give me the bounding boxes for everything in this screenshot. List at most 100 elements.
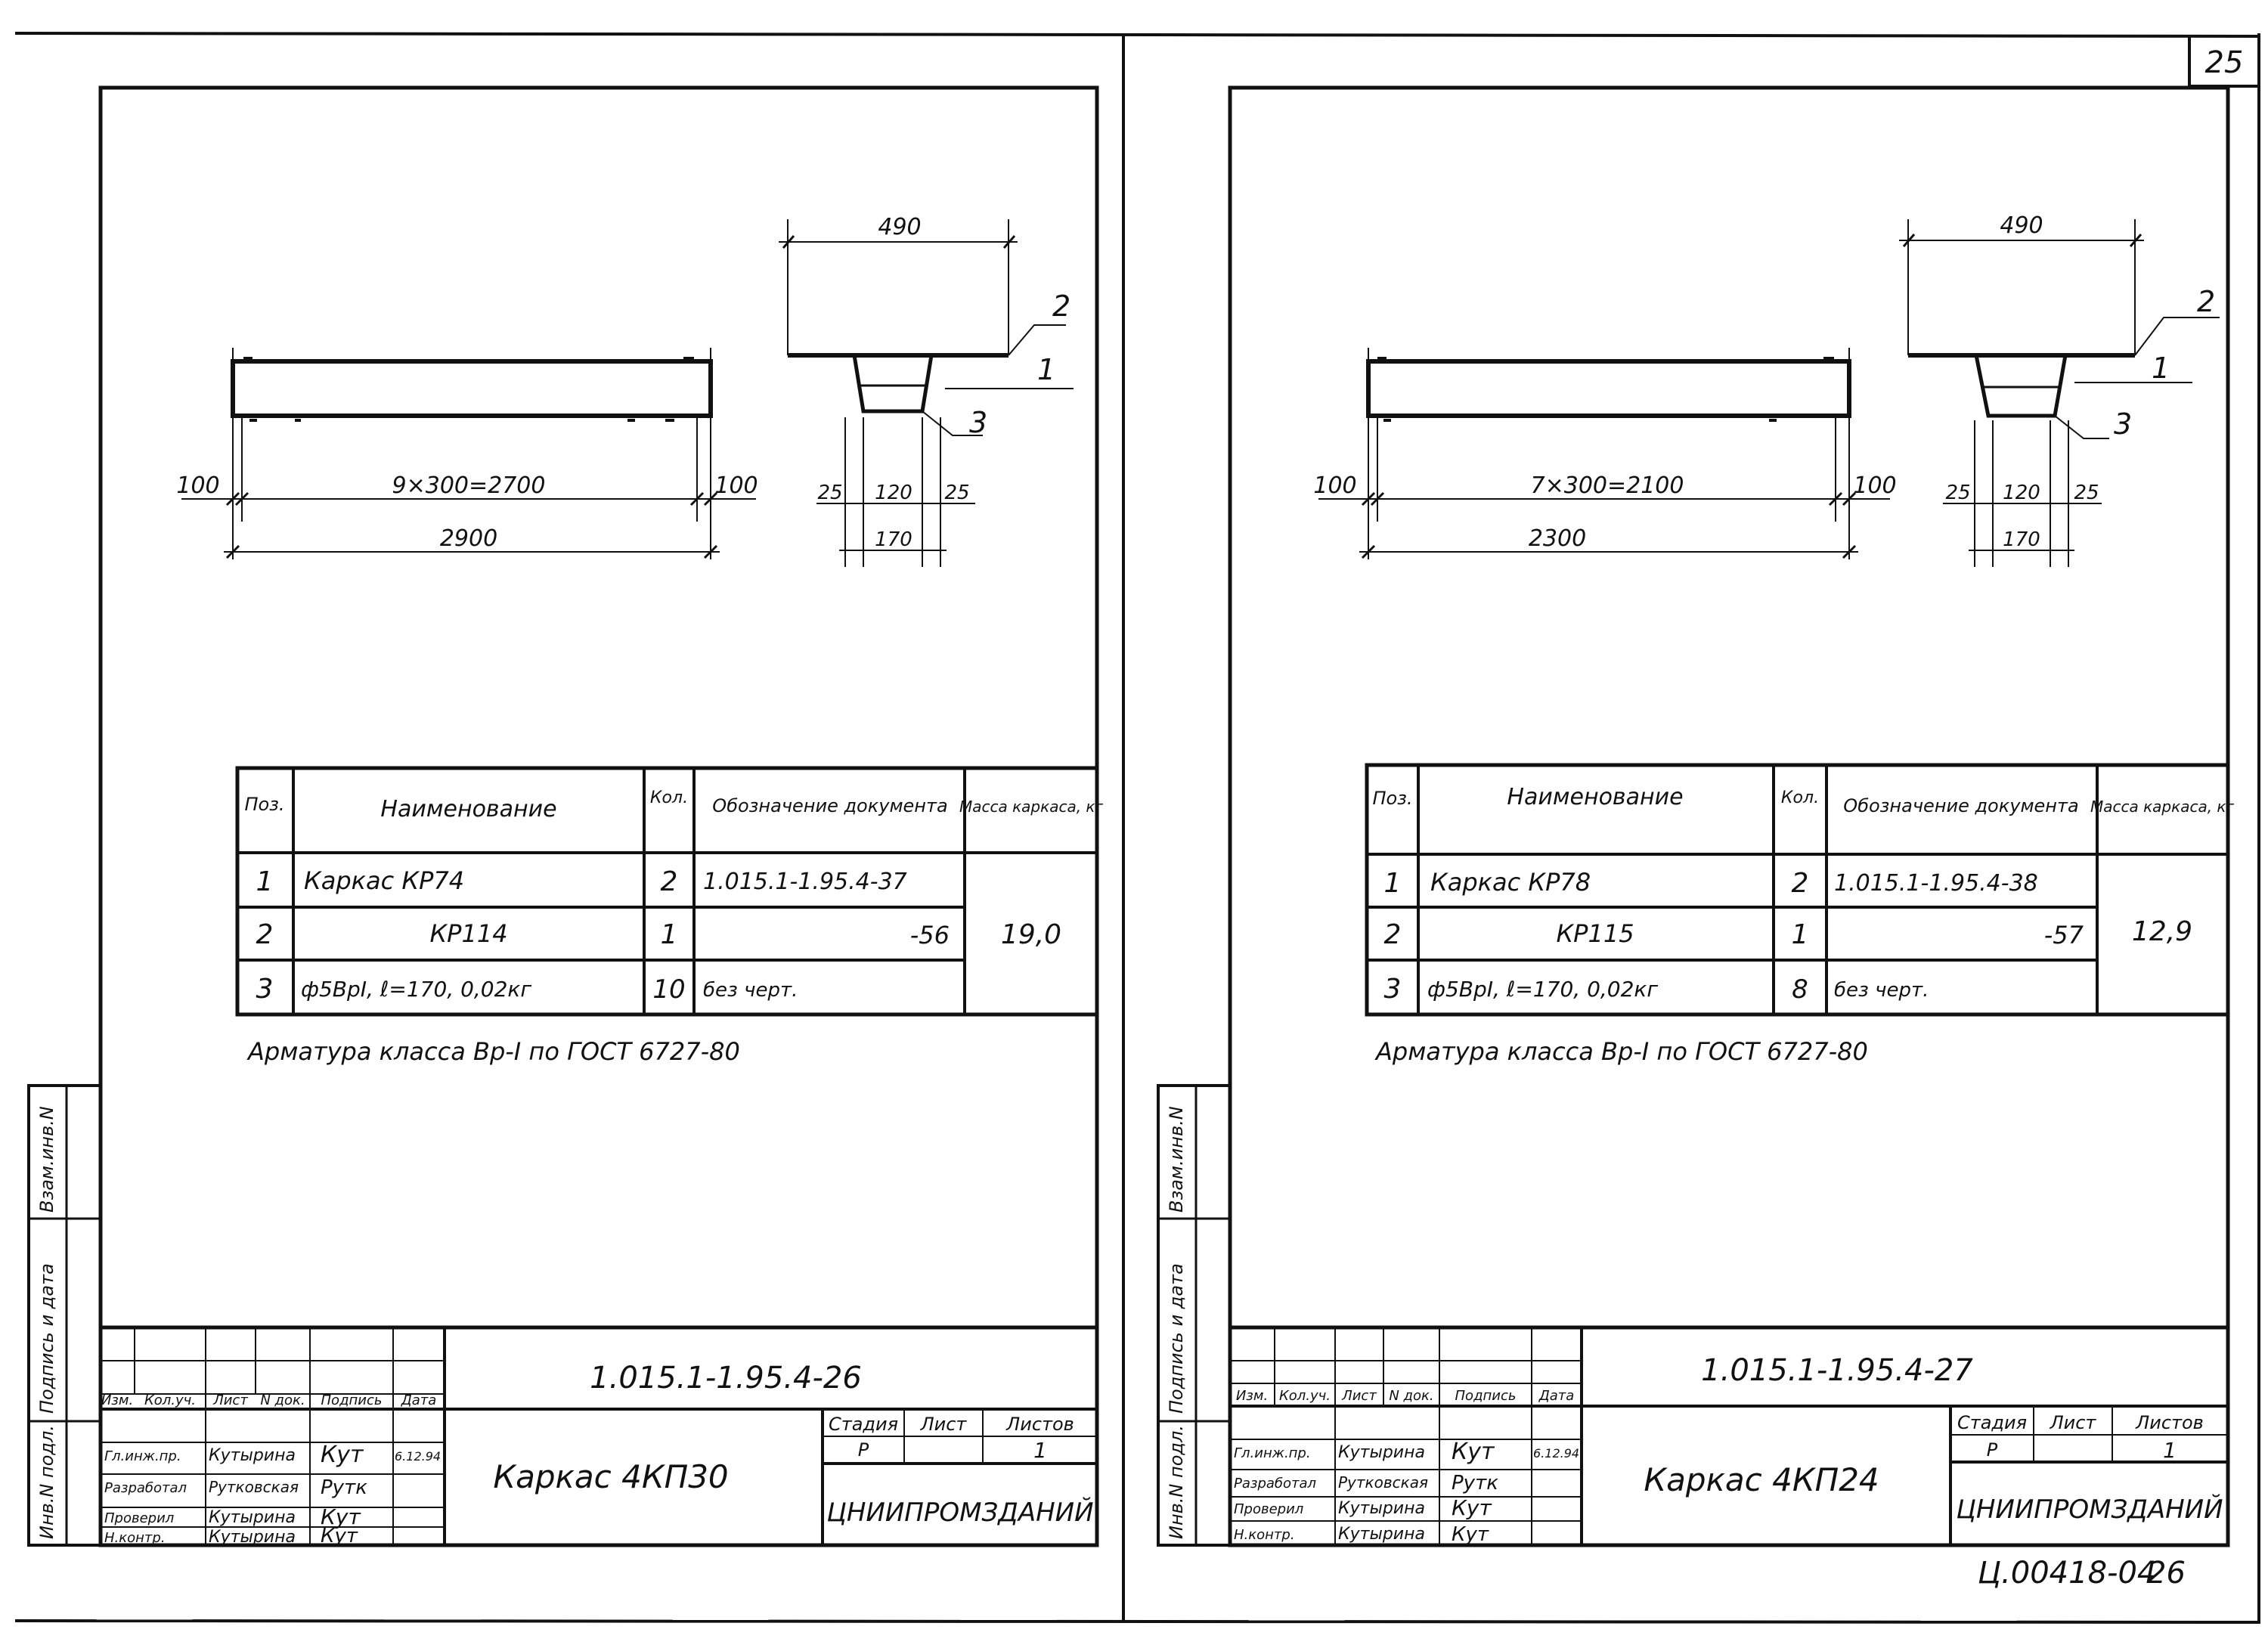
sheet-number: 25 <box>2205 45 2244 80</box>
row2-qty: 1 <box>661 919 678 950</box>
right-spec-table: Поз. Наименование Кол. Обозначение докум… <box>1365 763 2235 1017</box>
tb-h-doc: N док. <box>260 1392 305 1408</box>
left-section: 490 2 1 3 25 120 25 170 <box>779 214 1074 567</box>
th-mass: Масса каркаса, кг <box>959 798 1104 816</box>
tb-date-1-2: 6.12.94 <box>1533 1446 1579 1460</box>
tb-doc-code-2: 1.015.1-1.95.4-27 <box>1701 1353 1973 1388</box>
tb-h-list-2: Лист <box>1341 1388 1377 1404</box>
tb-h-sign: Подпись <box>321 1392 383 1408</box>
th-name: Наименование <box>380 796 556 822</box>
side-label-signature-2: Подпись и дата <box>1166 1263 1187 1414</box>
tb-sig-1: Кут <box>321 1442 364 1468</box>
tb-h-list: Лист <box>212 1392 248 1408</box>
callout-3: 3 <box>969 406 987 439</box>
dim-sec-right: 25 <box>944 482 969 504</box>
row2-pos-2: 2 <box>1384 919 1402 950</box>
tb-h-doc-2: N док. <box>1389 1388 1433 1404</box>
dim-sec-right-2: 25 <box>2074 482 2099 504</box>
tb-h-izm-2: Изм. <box>1236 1388 1268 1404</box>
dim-total-2: 2300 <box>1529 525 1586 552</box>
side-label-inv: Инв.N подл. <box>36 1425 57 1539</box>
row1-name-2: Каркас КР78 <box>1430 868 1591 897</box>
row2-doc: -56 <box>910 921 950 949</box>
row2-name: КР114 <box>429 919 507 948</box>
row2-pos: 2 <box>256 919 274 950</box>
tb-sheets-h: Листов <box>1005 1414 1074 1435</box>
mass-value-2: 12,9 <box>2132 916 2192 947</box>
right-section: 490 2 1 3 25 120 25 170 <box>1899 212 2220 567</box>
row2-qty-2: 1 <box>1792 919 1809 950</box>
row3-doc: без черт. <box>703 979 798 1002</box>
callout-1: 1 <box>1037 353 1055 386</box>
tb-role-1-2: Гл.инж.пр. <box>1234 1445 1311 1461</box>
tb-sheet-h-2: Лист <box>2050 1412 2097 1433</box>
row3-doc-2: без черт. <box>1834 979 1929 1002</box>
tb-sheet-h: Лист <box>920 1414 968 1435</box>
th-name-2: Наименование <box>1507 784 1683 810</box>
tb-item-name: Каркас 4КП30 <box>493 1458 728 1495</box>
dim-bays: 9×300=2700 <box>392 472 546 499</box>
dim-bays-2: 7×300=2100 <box>1531 472 1684 499</box>
right-note: Арматура класса Вр-I по ГОСТ 6727-80 <box>1374 1037 1868 1066</box>
right-title-block: Изм. Кол.уч. Лист N док. Подпись Дата Гл… <box>1228 1325 2230 1547</box>
tb-role-2: Разработал <box>104 1480 187 1496</box>
dim-bay-right-2: 100 <box>1853 472 1896 499</box>
row2-name-2: КР115 <box>1556 919 1634 948</box>
side-label-inv-2: Инв.N подл. <box>1166 1425 1187 1539</box>
tb-h-kol: Кол.уч. <box>144 1392 196 1408</box>
row1-qty: 2 <box>661 866 678 897</box>
tb-name-4-2: Кутырина <box>1338 1525 1425 1544</box>
tb-h-date: Дата <box>401 1392 437 1408</box>
tb-stage: Р <box>858 1439 869 1460</box>
tb-org: ЦНИИПРОМЗДАНИЙ <box>826 1497 1093 1528</box>
tb-sig-4: Кут <box>321 1525 358 1547</box>
archive-page: 26 <box>2147 1556 2186 1591</box>
left-note: Арматура класса Вр-I по ГОСТ 6727-80 <box>246 1037 740 1066</box>
row3-name: ф5ВрI, ℓ=170, 0,02кг <box>301 977 531 1002</box>
row3-qty: 10 <box>652 974 685 1005</box>
dim-sec-total-2: 170 <box>2003 528 2040 551</box>
row1-doc: 1.015.1-1.95.4-37 <box>703 869 907 895</box>
tb-h-kol-2: Кол.уч. <box>1279 1388 1331 1404</box>
tb-sig-3-2: Кут <box>1452 1495 1492 1520</box>
tb-role-4: Н.контр. <box>104 1530 166 1546</box>
th-doc: Обозначение документа <box>712 795 947 816</box>
side-label-signature: Подпись и дата <box>36 1263 57 1414</box>
left-spec-table: Поз. Наименование Кол. Обозначение докум… <box>235 766 1104 1017</box>
th-pos-2: Поз. <box>1372 788 1412 809</box>
dim-bay-right: 100 <box>714 472 758 499</box>
tb-role-3-2: Проверил <box>1234 1501 1303 1517</box>
dim-bay-left-2: 100 <box>1313 472 1356 499</box>
row1-pos-2: 1 <box>1384 868 1402 899</box>
tb-role-3: Проверил <box>104 1510 174 1526</box>
row3-pos: 3 <box>256 974 274 1005</box>
left-side-strip: Инв.N подл. Подпись и дата Взам.инв.N <box>27 1084 102 1547</box>
side-label-replace-2: Взам.инв.N <box>1166 1106 1187 1213</box>
callout-2-right: 2 <box>2197 285 2215 318</box>
right-side-strip: Инв.N подл. Подпись и дата Взам.инв.N <box>1157 1084 1232 1547</box>
row3-name-2: ф5ВрI, ℓ=170, 0,02кг <box>1427 977 1658 1002</box>
left-title-block: Изм. Кол.уч. Лист N док. Подпись Дата Гл… <box>98 1325 1099 1547</box>
tb-role-4-2: Н.контр. <box>1234 1527 1295 1543</box>
row2-doc-2: -57 <box>2044 921 2084 949</box>
th-qty-2: Кол. <box>1781 788 1819 807</box>
callout-3-right: 3 <box>2114 407 2132 441</box>
tb-org-2: ЦНИИПРОМЗДАНИЙ <box>1956 1494 2223 1525</box>
row3-qty-2: 8 <box>1792 974 1808 1005</box>
row1-qty-2: 2 <box>1792 868 1809 899</box>
th-doc-2: Обозначение документа <box>1843 795 2078 816</box>
tb-date-1: 6.12.94 <box>395 1449 441 1464</box>
tb-sig-1-2: Кут <box>1452 1439 1495 1465</box>
tb-sheets: 1 <box>1033 1438 1047 1463</box>
dim-top-width-2: 490 <box>2000 212 2043 239</box>
dim-total: 2900 <box>440 525 497 552</box>
dim-sec-mid: 120 <box>875 482 912 504</box>
tb-sig-3: Кут <box>321 1504 361 1529</box>
tb-name-1: Кутырина <box>209 1446 296 1465</box>
page-frame <box>14 32 2261 1624</box>
tb-stage-h: Стадия <box>829 1414 898 1435</box>
sheet-number-box: 25 <box>2188 36 2259 88</box>
row3-pos-2: 3 <box>1384 974 1402 1005</box>
side-label-replace: Взам.инв.N <box>36 1106 57 1213</box>
